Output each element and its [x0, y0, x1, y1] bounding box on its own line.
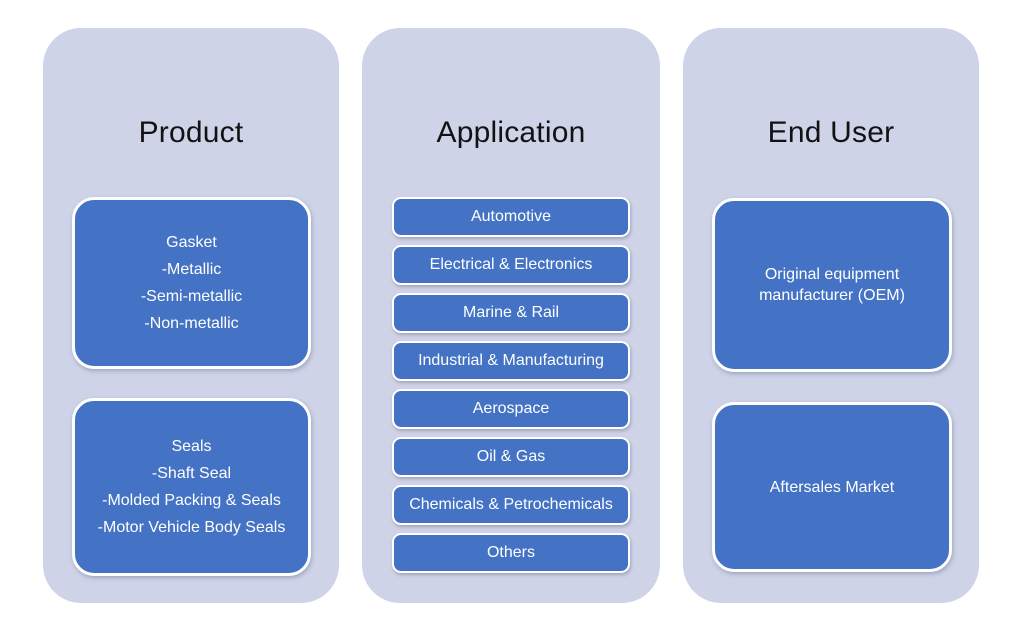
product-column-title: Product: [138, 116, 244, 149]
aftersales-market-box: Aftersales Market: [712, 402, 952, 572]
gasket-box-line: -Metallic: [161, 261, 222, 278]
oem-box: Original equipment manufacturer (OEM): [712, 198, 952, 372]
application-item-aerospace: Aerospace: [392, 389, 630, 429]
application-item-industrial-manufacturing: Industrial & Manufacturing: [392, 341, 630, 381]
seals-box-line: Seals: [171, 438, 212, 455]
application-column: Application Automotive Electrical & Elec…: [362, 28, 660, 603]
application-item-others: Others: [392, 533, 630, 573]
end-user-column: End User Original equipment manufacturer…: [683, 28, 979, 603]
application-item-electrical-electronics: Electrical & Electronics: [392, 245, 630, 285]
seals-box: Seals -Shaft Seal -Molded Packing & Seal…: [72, 398, 311, 576]
seals-box-line: -Molded Packing & Seals: [102, 492, 281, 509]
application-item-oil-gas: Oil & Gas: [392, 437, 630, 477]
end-user-column-title: End User: [767, 116, 895, 149]
seals-box-line: -Shaft Seal: [151, 465, 232, 482]
application-items-list: Automotive Electrical & Electronics Mari…: [392, 197, 630, 573]
gasket-box-line: Gasket: [166, 234, 217, 251]
product-column: Product Gasket -Metallic -Semi-metallic …: [43, 28, 339, 603]
aftersales-market-box-text: Aftersales Market: [769, 478, 895, 496]
application-item-marine-rail: Marine & Rail: [392, 293, 630, 333]
gasket-box: Gasket -Metallic -Semi-metallic -Non-met…: [72, 197, 311, 369]
oem-box-text: Original equipment manufacturer (OEM): [759, 266, 905, 304]
gasket-box-line: -Semi-metallic: [140, 288, 243, 305]
gasket-box-line: -Non-metallic: [144, 315, 239, 332]
application-item-chemicals-petrochemicals: Chemicals & Petrochemicals: [392, 485, 630, 525]
seals-box-line: -Motor Vehicle Body Seals: [97, 519, 286, 536]
application-item-automotive: Automotive: [392, 197, 630, 237]
application-column-title: Application: [436, 116, 586, 149]
